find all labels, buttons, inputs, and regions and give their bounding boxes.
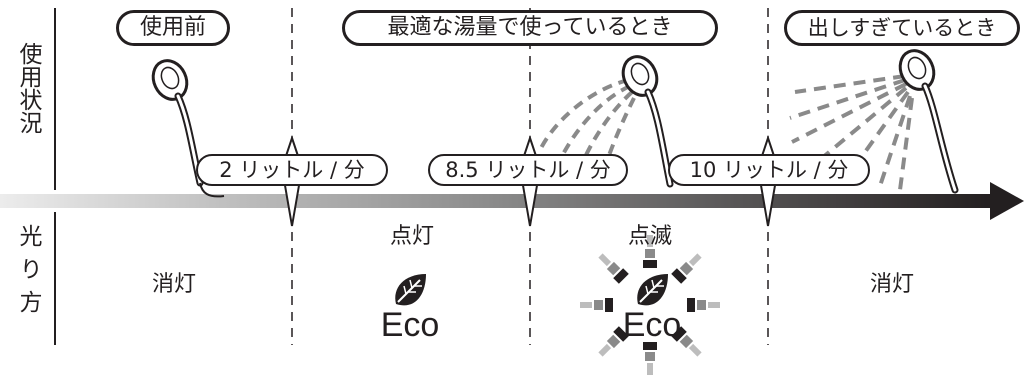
stage-label-optimal: 最適な湯量で使っているとき — [342, 10, 718, 46]
leaf-icon — [637, 274, 668, 306]
eco-label-lit: Eco — [380, 306, 440, 344]
flow-rate-2: 2 リットル / 分 — [196, 154, 388, 186]
light-state-off-excess: 消灯 — [869, 272, 914, 297]
usage-row-label: 使用状況 — [6, 42, 50, 141]
light-row-label: 光り方 — [6, 224, 50, 330]
light-state-blinking: 点滅 — [627, 224, 672, 249]
shower-head-icon — [621, 55, 674, 188]
flow-rate-10: 10 リットル / 分 — [668, 154, 870, 186]
stage-label-before: 使用前 — [116, 10, 230, 46]
usage-row-label-text: 使用状況 — [15, 42, 41, 134]
stage-label-excess: 出しすぎているとき — [784, 10, 1020, 46]
shower-spray-moderate — [538, 55, 674, 188]
shower-head-icon — [898, 49, 959, 194]
blink-burst-icon — [580, 235, 720, 375]
light-row-label-text: 光り方 — [15, 224, 41, 323]
flow-arrow — [0, 182, 1024, 220]
flow-rate-8-5: 8.5 リットル / 分 — [428, 154, 628, 186]
eco-label-blinking: Eco — [622, 306, 682, 344]
light-state-off-before: 消灯 — [151, 272, 196, 297]
leaf-icon — [395, 274, 426, 306]
light-state-lit: 点灯 — [389, 224, 434, 249]
